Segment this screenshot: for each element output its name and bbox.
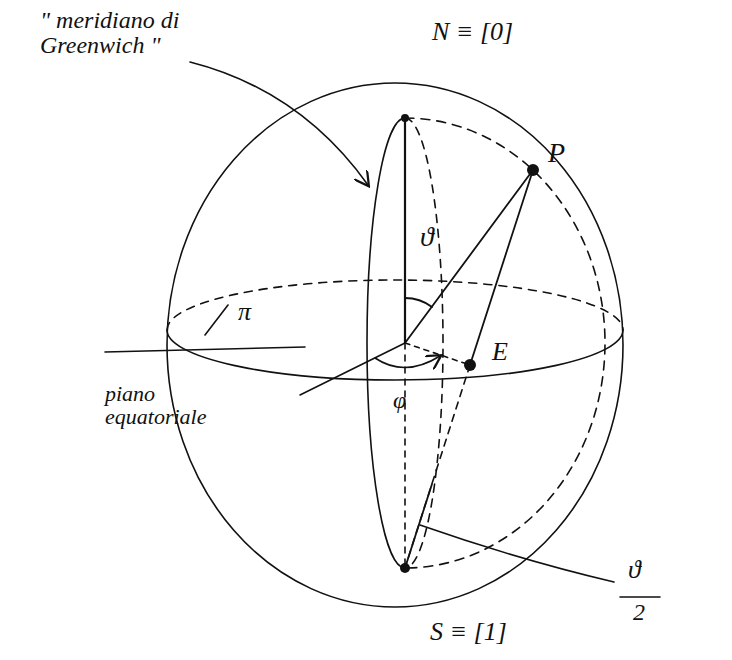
plane-name: piano equatoriale [105,382,255,428]
callout-text: " meridiano di Greenwich " [40,8,190,58]
point-label: N ≡ [0] [432,18,513,45]
point-label: E [492,338,508,365]
phi-arc [375,356,440,368]
angle-label: ϑ [628,556,641,583]
point-s [400,563,410,573]
angle-label: φ [393,388,406,413]
centre-e-line [405,343,470,365]
projection-line [470,170,533,365]
projection-line-lower [405,365,470,568]
fraction-bar [620,596,660,598]
theta-arc [405,298,432,307]
angle-label: ϑ [420,222,434,251]
equator-back [167,280,623,330]
leader-line [190,62,368,185]
angle-label: 2 [633,600,645,625]
axis-line [404,118,406,343]
point-n [401,114,409,122]
point-p [527,164,539,176]
axis-line-lower [404,343,406,568]
sphere-outline [167,83,623,607]
plane-slash [205,305,228,335]
leader-line [420,525,614,582]
point-label: P [548,138,565,167]
greenwich-meridian-back [405,118,443,568]
radius-line [405,170,533,343]
plane-line [105,347,305,352]
equator-front [167,330,623,380]
greenwich-meridian [367,118,405,568]
p-meridian [405,118,605,568]
point-label: S ≡ [1] [430,618,507,645]
plane-label: π [238,298,251,325]
greenwich-direction [300,343,405,395]
point-e [464,359,476,371]
projection-line-start [405,484,432,568]
